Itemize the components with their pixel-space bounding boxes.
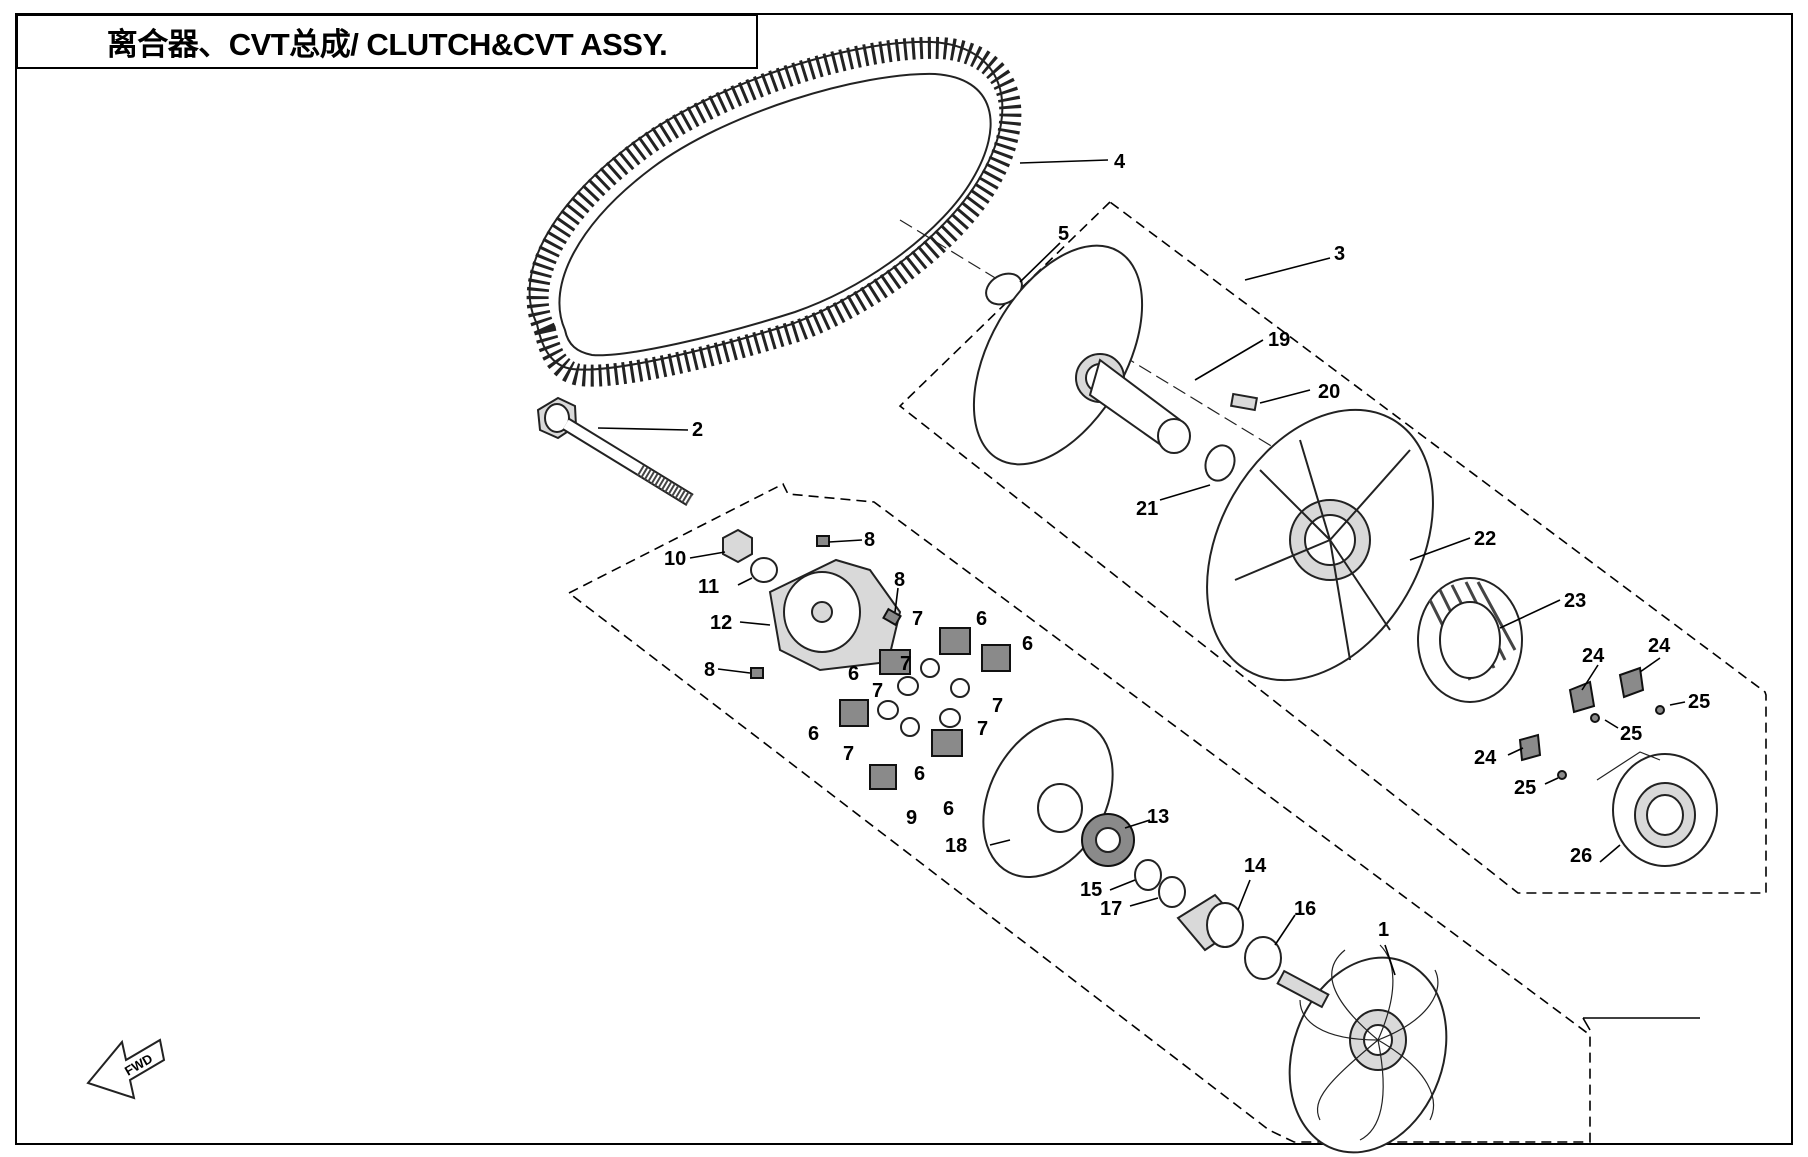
callout-leaders (597, 159, 1700, 1031)
washer-11 (750, 557, 778, 583)
callout-4: 4 (1114, 151, 1126, 173)
callout-25: 25 (1514, 777, 1536, 799)
drive-spring-9 (1081, 813, 1135, 867)
callout-15: 17 (1100, 898, 1122, 920)
callout-13: 18 (945, 835, 967, 857)
long-bolt (536, 396, 694, 506)
callout-6: 6 (808, 723, 819, 745)
callout-11: 11 (698, 576, 719, 598)
callout-8: 8 (704, 659, 715, 681)
callout-10: 10 (664, 548, 686, 570)
callout-7: 7 (977, 718, 988, 740)
callout-12: 12 (710, 612, 732, 634)
driven-assy-boundary (898, 200, 1767, 894)
cam-slider-24 (1518, 666, 1665, 780)
callout-7: 7 (912, 608, 923, 630)
bushing-18 (1176, 893, 1244, 952)
callout-24: 24 (1648, 635, 1671, 657)
callout-21: 21 (1136, 498, 1158, 520)
callout-17: 16 (1294, 898, 1316, 920)
callout-3: 3 (1334, 243, 1345, 265)
forward-direction-arrow: FWD (86, 1038, 166, 1100)
callout-9: 13 (1147, 806, 1169, 828)
spider-12 (768, 558, 902, 672)
rollers-and-weights (839, 627, 1011, 790)
diagram-title: 离合器、CVT总成/ CLUTCH&CVT ASSY. (16, 14, 758, 69)
callout-19: 19 (1268, 329, 1290, 351)
drive-assy-boundary (567, 482, 1591, 1143)
drive-sheave-13 (982, 717, 1114, 879)
callout-6: 9 (906, 807, 917, 829)
callout-6: 6 (976, 608, 987, 630)
callout-26: 26 (1570, 845, 1592, 867)
callout-5: 5 (1058, 223, 1069, 245)
callout-labels: 4 5 3 19 20 2 21 22 23 24 24 25 25 24 25… (664, 151, 1710, 941)
callout-2: 2 (692, 419, 703, 441)
callout-8: 8 (864, 529, 875, 551)
callout-23: 23 (1564, 590, 1586, 612)
fan-sheave-16 (1276, 944, 1448, 1154)
callout-7: 7 (872, 680, 883, 702)
torque-cam (1596, 751, 1718, 867)
callout-16: 1 (1378, 919, 1389, 941)
callout-24: 24 (1474, 747, 1497, 769)
callout-7: 7 (992, 695, 1003, 717)
washer-15 (1158, 876, 1186, 908)
callout-7: 6 (914, 763, 925, 785)
callout-6: 6 (848, 663, 859, 685)
washer-14 (1134, 859, 1162, 891)
fixed-sheave (972, 244, 1191, 466)
callout-22: 22 (1474, 528, 1496, 550)
callout-7: 7 (900, 653, 911, 675)
clip-21 (1204, 444, 1236, 482)
driven-spring (1417, 577, 1523, 703)
drive-belt (526, 36, 1022, 387)
callout-20: 20 (1318, 381, 1340, 403)
callout-18: 14 (1244, 855, 1267, 877)
nut-10 (722, 528, 753, 564)
callout-14: 15 (1080, 879, 1102, 901)
callout-7: 7 (843, 743, 854, 765)
callout-6: 6 (943, 798, 954, 820)
key-20 (1229, 392, 1259, 412)
callout-25: 25 (1620, 723, 1642, 745)
callout-6: 6 (1022, 633, 1033, 655)
bushing-17 (1244, 936, 1282, 980)
callout-8: 8 (894, 569, 905, 591)
drawing-frame (15, 13, 1793, 1145)
movable-sheave (1206, 408, 1434, 682)
slider-8 (750, 535, 902, 679)
callout-24: 24 (1582, 645, 1605, 667)
callout-25: 25 (1688, 691, 1710, 713)
